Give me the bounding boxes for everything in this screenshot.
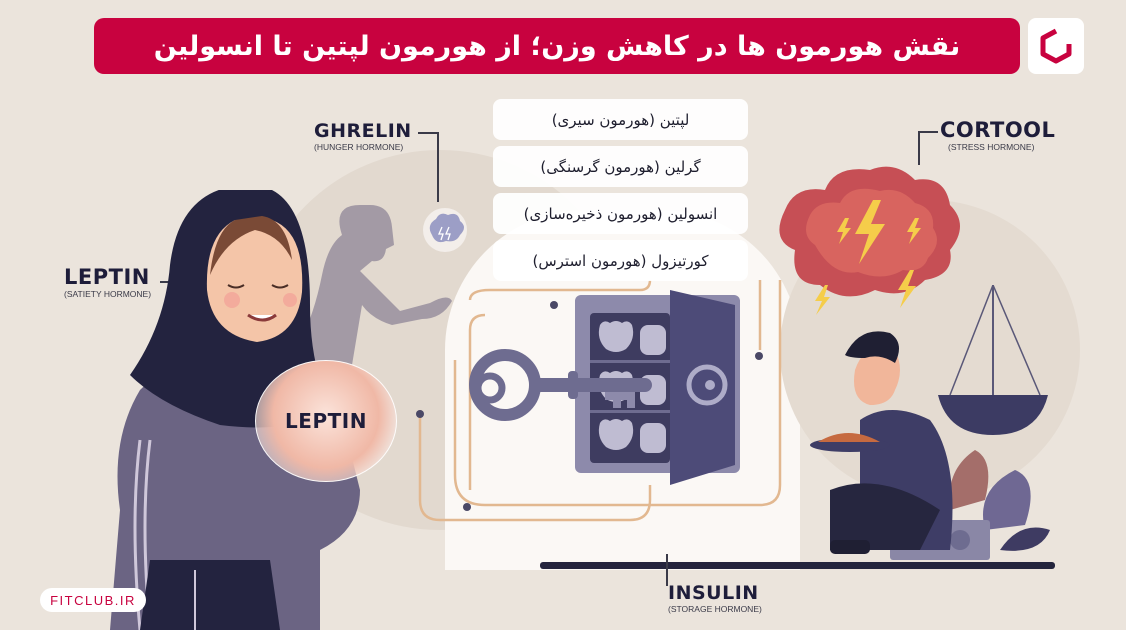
ghrelin-connector-v bbox=[437, 132, 439, 202]
ghrelin-connector bbox=[418, 132, 438, 134]
cortool-connector-v bbox=[918, 131, 920, 165]
insulin-title: INSULIN bbox=[668, 582, 759, 604]
ghrelin-callout: GHRELIN (HUNGER HORMONE) bbox=[314, 120, 412, 152]
cortool-callout: CORTOOL (STRESS HORMONE) bbox=[940, 118, 1055, 152]
hormone-label: انسولین (هورمون ذخیره‌سازی) bbox=[523, 204, 718, 223]
cortool-title: CORTOOL bbox=[940, 118, 1056, 142]
hormone-item-leptin: لپتین (هورمون سیری) bbox=[493, 99, 748, 140]
title-banner: نقش هورمون ها در کاهش وزن؛ از هورمون لپت… bbox=[94, 18, 1020, 74]
circuit-lines bbox=[416, 279, 782, 522]
hexagon-logo-icon bbox=[1040, 28, 1072, 64]
balance-scale-illustration bbox=[938, 285, 1048, 435]
ghrelin-subtitle: (HUNGER HORMONE) bbox=[314, 142, 404, 152]
hormone-label: لپتین (هورمون سیری) bbox=[551, 110, 690, 129]
hormone-label: گرلین (هورمون گرسنگی) bbox=[540, 157, 701, 176]
hormone-list: لپتین (هورمون سیری) گرلین (هورمون گرسنگی… bbox=[493, 99, 748, 287]
hormone-item-ghrelin: گرلین (هورمون گرسنگی) bbox=[493, 146, 748, 187]
hungry-man-silhouette bbox=[300, 205, 452, 393]
ghrelin-cloud-icon bbox=[423, 208, 467, 252]
ground-line bbox=[540, 562, 1055, 569]
key-and-safe-illustration bbox=[469, 290, 740, 485]
hormone-label: کورتیزول (هورمون استرس) bbox=[532, 251, 709, 270]
leptin-orb-label: LEPTIN bbox=[285, 409, 367, 433]
leptin-title: LEPTIN bbox=[64, 265, 150, 289]
ghrelin-title: GHRELIN bbox=[314, 120, 412, 142]
insulin-callout: INSULIN (STORAGE HORMONE) bbox=[668, 582, 762, 614]
hormone-item-insulin: انسولین (هورمون ذخیره‌سازی) bbox=[493, 193, 748, 234]
site-logo[interactable] bbox=[1028, 18, 1084, 74]
woman-illustration bbox=[110, 190, 360, 630]
leptin-orb: LEPTIN bbox=[255, 360, 397, 482]
leptin-subtitle: (SATIETY HORMONE) bbox=[64, 289, 152, 299]
site-url-badge[interactable]: FITCLUB.IR bbox=[40, 588, 146, 612]
man-eating-illustration bbox=[810, 331, 1050, 560]
site-url: FITCLUB.IR bbox=[50, 592, 136, 608]
insulin-subtitle: (STORAGE HORMONE) bbox=[668, 604, 762, 614]
insulin-connector bbox=[666, 554, 668, 586]
cortool-subtitle: (STRESS HORMONE) bbox=[948, 142, 1035, 152]
leptin-callout: LEPTIN (SATIETY HORMONE) bbox=[64, 265, 151, 299]
hormone-item-cortisol: کورتیزول (هورمون استرس) bbox=[493, 240, 748, 281]
cortool-connector bbox=[918, 131, 938, 133]
stress-storm-cloud-icon bbox=[779, 166, 960, 315]
page-title: نقش هورمون ها در کاهش وزن؛ از هورمون لپت… bbox=[153, 30, 961, 62]
